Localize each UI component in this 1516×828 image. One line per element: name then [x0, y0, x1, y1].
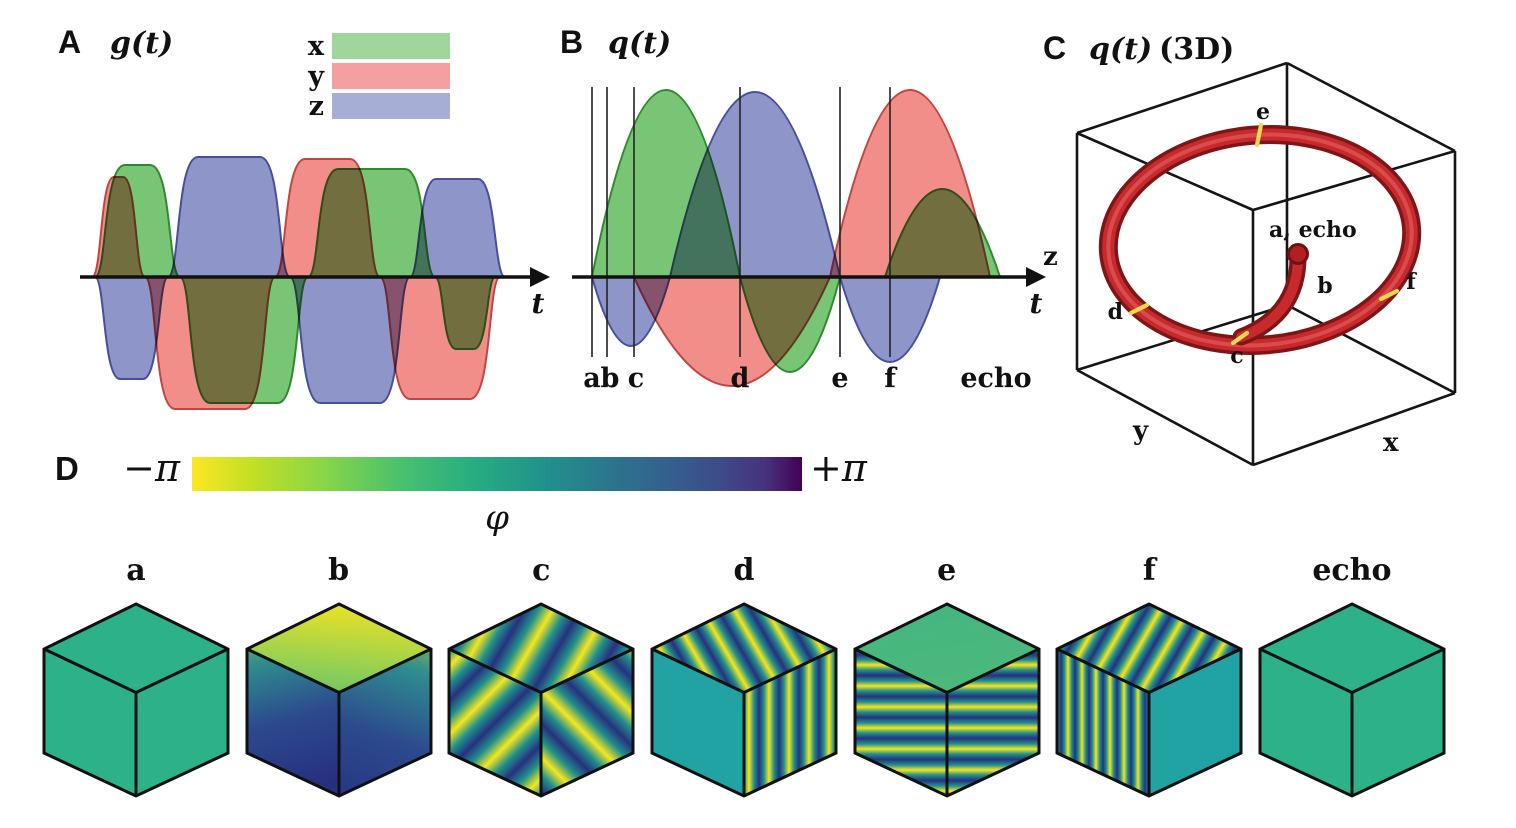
axis-label-z: z: [1043, 242, 1058, 272]
legend-y-swatch: [332, 63, 450, 89]
panel-c-letter: C: [1043, 30, 1066, 66]
qz-curve: [590, 91, 942, 363]
phase-cube-d: [649, 602, 839, 798]
tick-e: [1254, 122, 1264, 148]
panel-b-axis-label: t: [1030, 287, 1043, 320]
cube-label-echo: echo: [1312, 553, 1392, 588]
cube-label-a: a: [126, 553, 146, 588]
phase-cube-row: a b: [38, 550, 1450, 798]
time-marker-lines: [591, 87, 891, 357]
phase-cube-item-e: e: [849, 550, 1045, 798]
cube-label-b: b: [328, 553, 350, 588]
phase-cube-item-c: c: [443, 550, 639, 798]
mark-echo: echo: [960, 363, 1031, 394]
mark-e: e: [831, 363, 848, 394]
axis-label-x: x: [1383, 428, 1399, 458]
cube-edges: [1055, 602, 1243, 798]
phase-cube-c: [446, 602, 636, 798]
phase-cube-item-b: b: [241, 550, 437, 798]
legend-y-label: y: [307, 61, 325, 92]
tick-f: [1378, 288, 1400, 302]
phase-cube-b: [244, 602, 434, 798]
point-label-f: f: [1406, 269, 1417, 295]
panel-c-q-trajectory-3d: C q(t) (3D): [1043, 30, 1457, 467]
panel-c-title: q(t): [1089, 32, 1152, 67]
cube-label-f: f: [1142, 553, 1156, 588]
mark-a: a: [583, 363, 601, 394]
phase-cube-e: [852, 602, 1042, 798]
cube-edges: [650, 602, 838, 798]
phase-cube-echo: [1257, 602, 1447, 798]
axis-label-y: y: [1132, 416, 1149, 446]
phase-cube-item-d: d: [646, 550, 842, 798]
colorbar-min-label: −π: [123, 446, 180, 490]
point-label-e: e: [1256, 99, 1270, 125]
cube-edges: [447, 602, 635, 798]
cube-edges: [853, 602, 1041, 798]
panel-b-q-trajectory-components: B q(t) t a b c d e f echo: [560, 24, 1046, 394]
cube-edges: [245, 602, 433, 798]
phase-cube-item-f: f: [1051, 550, 1247, 798]
panel-a-letter: A: [58, 24, 81, 60]
panel-a-legend: x y z: [307, 31, 450, 122]
cube-label-e: e: [937, 553, 957, 588]
q-origin-dot: [1287, 243, 1309, 265]
legend-x-swatch: [332, 33, 450, 59]
colorbar-max-label: +π: [810, 446, 867, 490]
mark-f: f: [884, 363, 898, 394]
legend-z-label: z: [309, 91, 324, 122]
q-ring-trajectory: [1098, 125, 1422, 355]
legend-z-swatch: [332, 93, 450, 119]
panel-c-title-suffix: (3D): [1159, 32, 1234, 67]
panel-b-letter: B: [560, 24, 583, 60]
panel-b-axis-arrow: [1026, 267, 1046, 287]
cube-label-c: c: [532, 553, 551, 588]
point-label-b: b: [1317, 273, 1332, 299]
phase-cube-item-echo: echo: [1254, 550, 1450, 798]
point-label-c: c: [1230, 343, 1243, 369]
cube-edges: [1258, 602, 1446, 798]
phase-cube-f: [1054, 602, 1244, 798]
panel-a-title: g(t): [110, 26, 173, 61]
ring-position-ticks: [1128, 122, 1400, 346]
point-label-a-echo: a, echo: [1269, 217, 1357, 243]
legend-x-label: x: [308, 31, 325, 62]
point-label-d: d: [1108, 299, 1123, 325]
panel-a-axis-arrow: [530, 267, 550, 287]
panel-a-gradient-waveforms: A g(t) x y z t: [58, 24, 550, 410]
mark-c: c: [628, 363, 644, 394]
mark-d: d: [731, 363, 750, 394]
cube-label-d: d: [733, 553, 755, 588]
phase-colorbar: [192, 457, 802, 491]
phase-cube-item-a: a: [38, 550, 234, 798]
colorbar-axis-symbol: φ: [485, 498, 509, 538]
tick-c: [1230, 330, 1250, 346]
panel-d-letter: D: [55, 450, 79, 487]
mark-b: b: [601, 363, 620, 394]
tick-d: [1128, 302, 1150, 316]
phase-cube-a: [41, 602, 231, 798]
panel-a-axis-label: t: [532, 287, 545, 320]
panel-b-title: q(t): [608, 26, 671, 61]
cube-edges: [42, 602, 230, 798]
